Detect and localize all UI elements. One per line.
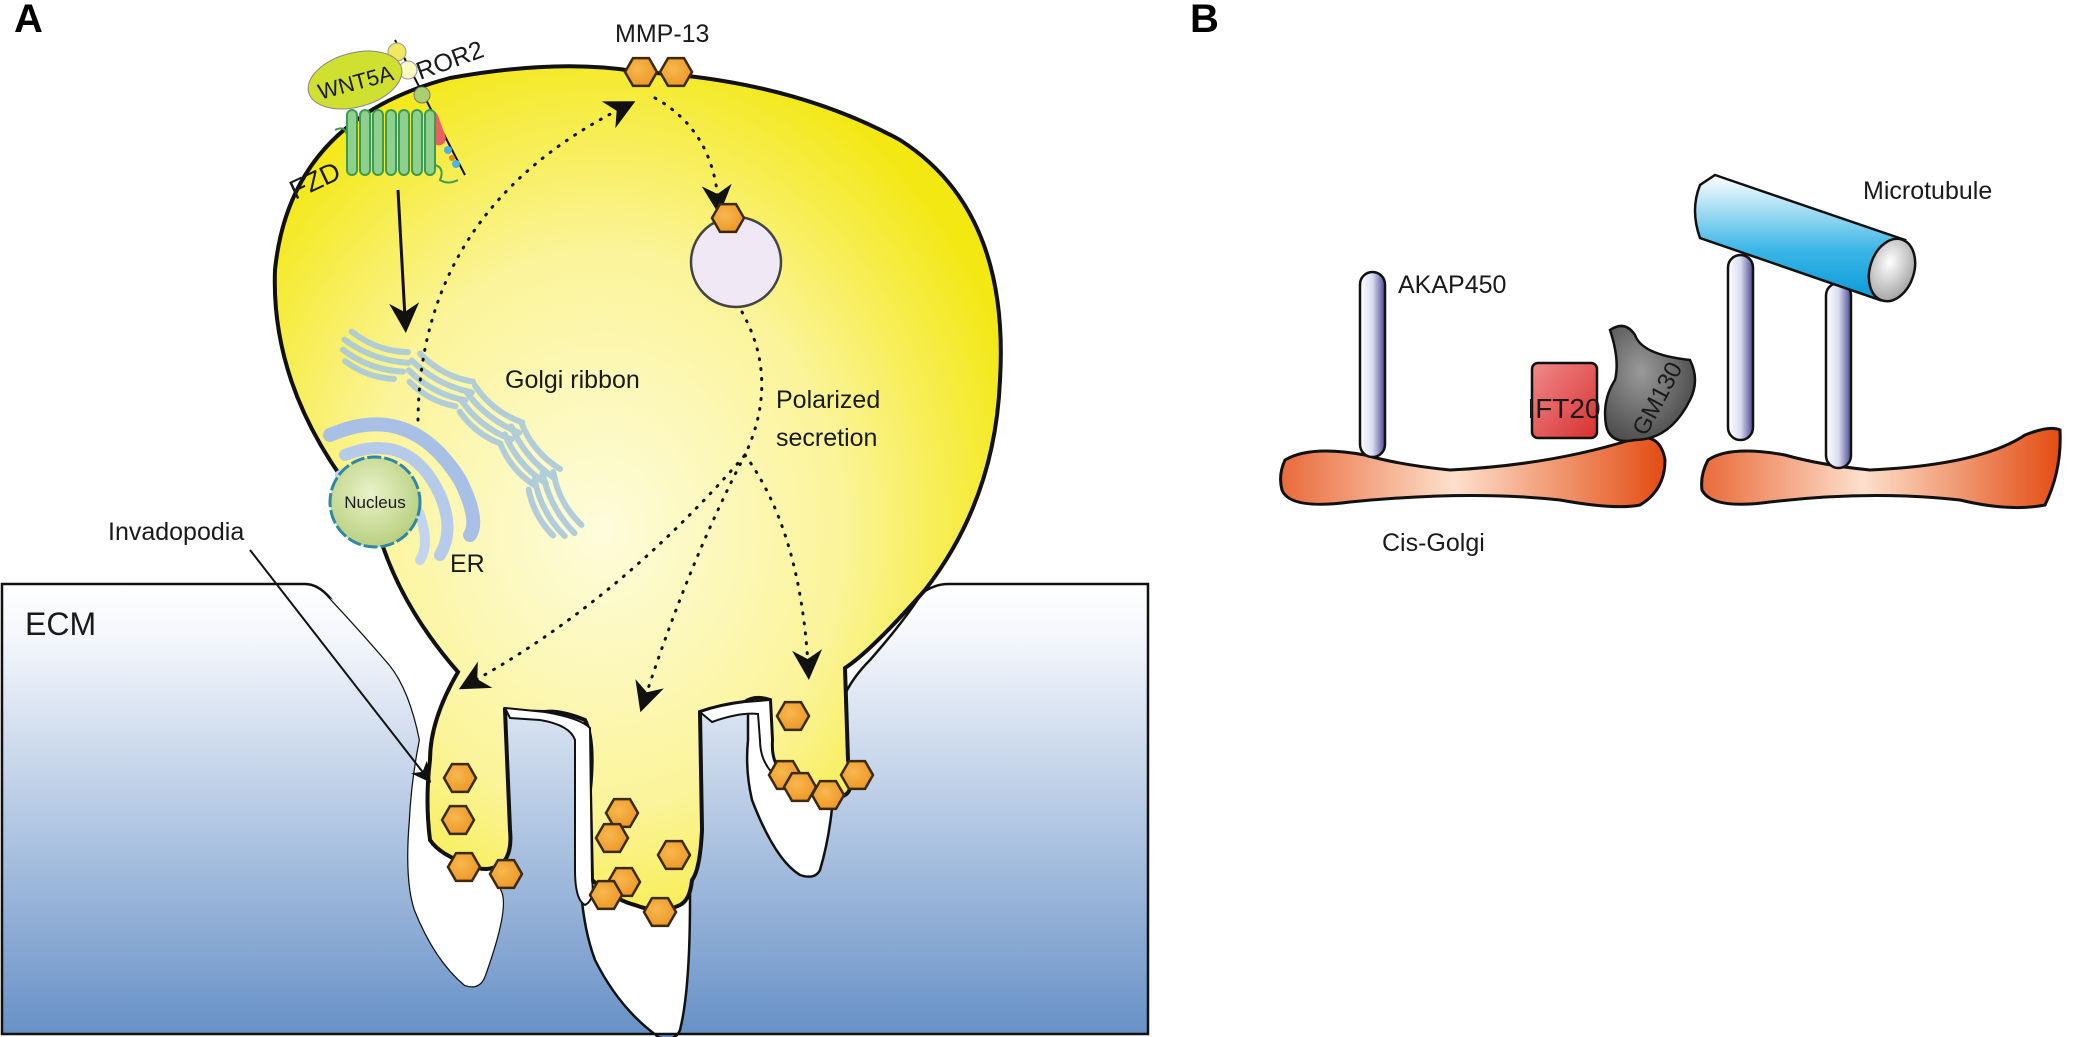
ift20	[1530, 361, 1599, 440]
path-secretion-right	[743, 453, 823, 680]
mmp13-hexagon	[442, 762, 478, 794]
mmp13-hexagon	[446, 851, 482, 883]
fzd-receptor	[334, 109, 459, 184]
panel-a-letter: A	[14, 0, 43, 41]
akap450-label: AKAP450	[1398, 271, 1506, 299]
nucleus	[328, 455, 422, 549]
mmp13-hexagon	[588, 879, 624, 911]
mmp13-hexagon	[710, 202, 746, 234]
mmp13-hexagon	[775, 700, 811, 732]
microtubule	[1693, 173, 1917, 303]
mmp13-hexagon	[810, 779, 846, 811]
trafficking-paths	[416, 96, 823, 713]
mmp13-hexagon	[656, 839, 692, 871]
cis-golgi-left	[1279, 436, 1667, 509]
akap450-right-1	[1726, 253, 1755, 442]
mmp13-hexagon	[440, 804, 476, 836]
microtubule-label: Microtubule	[1863, 177, 1992, 205]
gm130	[1603, 324, 1697, 443]
signaling-arrow	[389, 189, 420, 333]
mmp13-label: MMP-13	[615, 20, 709, 48]
er-label: ER	[450, 550, 485, 578]
ecm-gap-1	[503, 706, 594, 907]
nucleus-label: Nucleus	[344, 493, 405, 512]
polarized-secretion-label-line1: Polarized	[776, 386, 880, 414]
path-secretion-left	[458, 310, 764, 690]
cis-golgi-label: Cis-Golgi	[1382, 529, 1485, 557]
panel-b-letter: B	[1190, 0, 1219, 41]
ift20-label: IFT20	[1527, 393, 1600, 424]
polarized-secretion-label-line2: secretion	[776, 424, 877, 452]
mmp13-hexagon	[623, 56, 659, 88]
mmp13-hexagon	[839, 759, 875, 791]
mmp13-hexagon	[782, 771, 818, 803]
mmp13-hexagon	[488, 858, 524, 890]
ecm-label: ECM	[25, 606, 96, 642]
mmp13-hexagon	[594, 822, 630, 854]
path-endocytosis	[653, 96, 732, 215]
mmp13-hexagon	[642, 896, 678, 928]
invadopodia-pointer	[249, 549, 432, 783]
invadopodia-label: Invadopodia	[108, 518, 244, 546]
mmp13-hexagon	[604, 797, 640, 829]
cis-golgi-right	[1700, 426, 2062, 510]
golgi-ribbon-label: Golgi ribbon	[505, 366, 640, 394]
akap450-left	[1358, 270, 1387, 459]
mmp13-hexagon	[658, 56, 694, 88]
golgi-ribbon	[339, 328, 585, 540]
mmp13-molecules	[440, 56, 875, 928]
akap450-right-2	[1824, 281, 1853, 470]
wnt5a-ligand	[307, 50, 403, 110]
receptor-complex	[307, 39, 466, 184]
path-secretion-middle	[635, 453, 747, 713]
